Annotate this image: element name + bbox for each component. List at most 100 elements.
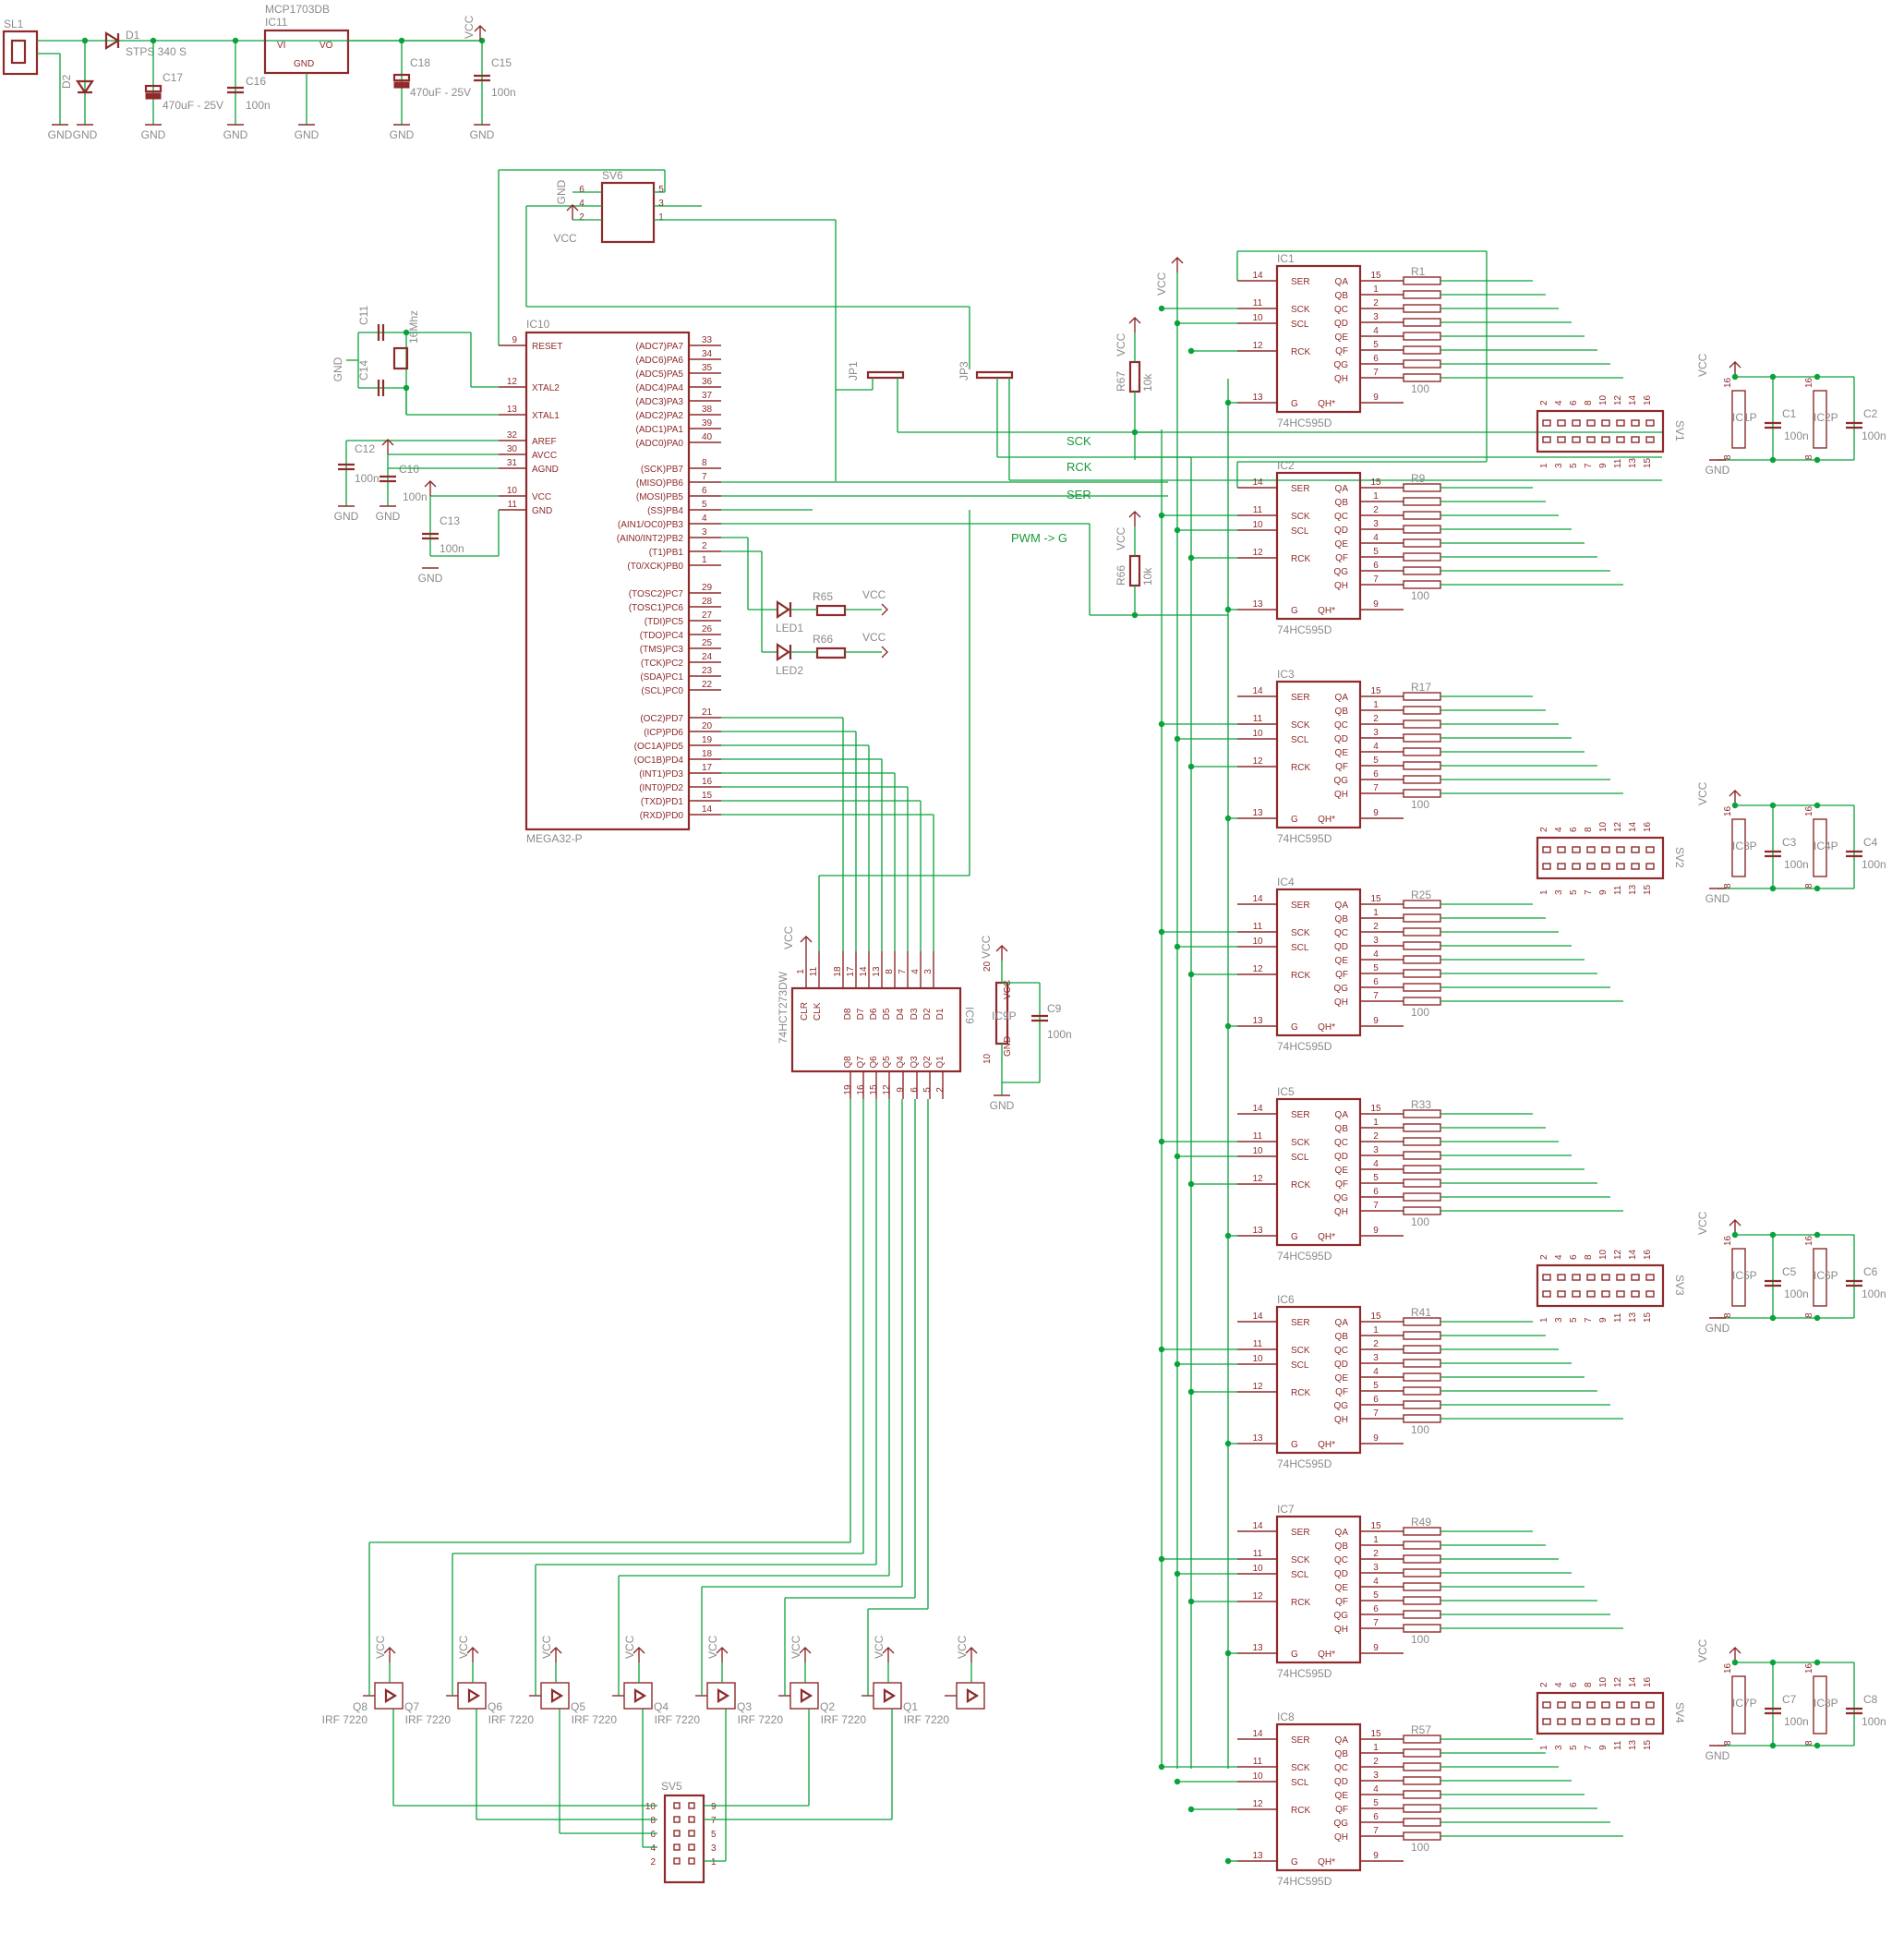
- ic9-name: IC9: [963, 1007, 976, 1024]
- mosfet-value: IRF 7220: [572, 1713, 618, 1726]
- sr-resistor: [1403, 775, 1441, 784]
- connector-pin: 7: [1584, 463, 1594, 468]
- gnd-label: GND: [295, 128, 319, 141]
- sr-resistor: [1403, 1123, 1441, 1132]
- latch-pin-num: 5: [922, 1087, 933, 1093]
- decoupling-cap-label: C8: [1863, 1693, 1878, 1706]
- sr-resistor: [1403, 1386, 1441, 1396]
- sr-resistor: [1403, 566, 1441, 575]
- resistor-value: 100: [1411, 1633, 1429, 1646]
- sr-pin-name: QC: [1334, 512, 1348, 522]
- connector-pin: 15: [1643, 1739, 1653, 1750]
- connector-pin: 2: [1539, 400, 1549, 405]
- sr-pin-name: QD: [1334, 734, 1348, 744]
- shift-register-value: 74HC595D: [1277, 1667, 1332, 1680]
- sr-resistor: [1403, 900, 1441, 909]
- sr-pin-name: SER: [1291, 901, 1310, 911]
- sr-resistor: [1403, 1372, 1441, 1382]
- connector-pin: 3: [1554, 889, 1564, 895]
- c13-label: C13: [440, 514, 460, 527]
- connector-pad: [1586, 419, 1596, 427]
- sr-pin-name: QE: [1335, 1791, 1349, 1801]
- sr-resistor: [1403, 1790, 1441, 1799]
- sv6-connector: [600, 181, 656, 244]
- sr-pin-name: RCK: [1291, 1598, 1310, 1608]
- sr-pin-name: QC: [1334, 305, 1348, 315]
- latch-q-pin: Q5: [882, 1056, 892, 1069]
- connector-pin: 13: [1628, 1311, 1638, 1323]
- pin-num: 8: [1723, 1312, 1733, 1318]
- shift-register-value: 74HC595D: [1277, 417, 1332, 429]
- connector-pad: [1601, 1718, 1610, 1725]
- net-pwm: PWM -> G: [1011, 531, 1067, 545]
- mcu-pin-name: (ADC4)PA4: [636, 383, 684, 393]
- decoupling-cap-value: 100n: [1862, 1715, 1886, 1728]
- mcu-pin-name: (TMS)PC3: [640, 645, 684, 655]
- decoupling-cap-label: C5: [1782, 1265, 1797, 1278]
- junction-dot: [1814, 456, 1821, 464]
- connector-pad: [1542, 419, 1551, 427]
- c9-label: C9: [1047, 1002, 1062, 1015]
- sv6-pin: 1: [658, 212, 664, 223]
- r67-resistor: [1128, 360, 1141, 393]
- sr-resistor: [1403, 1748, 1441, 1758]
- vcc-label: VCC: [862, 588, 886, 601]
- latch-pin-num: 2: [935, 1087, 946, 1093]
- connector-pad: [1542, 863, 1551, 870]
- sr-pin-name: SER: [1291, 693, 1310, 703]
- sr-resistor: [1403, 1206, 1441, 1215]
- mcu-pin-name: (TCK)PC2: [641, 659, 684, 669]
- sr-pin-num: 5: [1373, 1590, 1379, 1601]
- pin-label: VCC: [1003, 980, 1013, 999]
- connector-pad: [1557, 436, 1566, 443]
- sr-resistor: [1403, 997, 1441, 1006]
- sr-resistor: [1403, 1414, 1441, 1423]
- mosfet: [873, 1682, 902, 1710]
- sr-pin-name: RCK: [1291, 1180, 1310, 1191]
- sr-pin-name: QC: [1334, 1138, 1348, 1148]
- sr-pin-name: QE: [1335, 332, 1349, 343]
- shift-register: [1275, 471, 1362, 621]
- vcc-label: VCC: [1696, 1638, 1709, 1662]
- pin-num: 16: [1804, 805, 1814, 816]
- resistor-ref: R33: [1411, 1098, 1431, 1111]
- junction-dot: [1224, 1857, 1232, 1865]
- resistor-value: 100: [1411, 589, 1429, 602]
- junction-dot: [1814, 1314, 1821, 1322]
- sr-pin-name: QD: [1334, 1777, 1348, 1787]
- sr-pin-num: 13: [1252, 1016, 1263, 1026]
- mcu-pin-name: (OC1B)PD4: [634, 755, 684, 766]
- mcu-pin-name: (SDA)PC1: [640, 672, 683, 683]
- mosfet-symbol: [800, 1688, 813, 1703]
- sr-pin-name: QH*: [1318, 1857, 1335, 1868]
- ic-power-label: IC3P: [1732, 840, 1757, 852]
- shift-register: [1275, 1722, 1362, 1872]
- sl1-connector: [2, 30, 39, 76]
- ribbon-connector: [1536, 409, 1665, 453]
- connector-pin: 11: [1613, 458, 1623, 468]
- pin-label: VO: [319, 41, 333, 51]
- ic-power-pin: [1731, 1248, 1746, 1307]
- vcc-label: VCC: [553, 232, 577, 245]
- sr-pin-num: 5: [1373, 755, 1379, 766]
- connector-pin: 10: [1598, 1676, 1609, 1687]
- mosfet: [540, 1682, 570, 1710]
- connector-pin: 15: [1643, 457, 1653, 468]
- connector-pin: 1: [1539, 463, 1549, 468]
- mcu-pin-name: GND: [532, 506, 552, 516]
- connector-pad: [1631, 1274, 1640, 1281]
- mcu-pin-num: 28: [702, 597, 713, 607]
- sr-pin-num: 2: [1373, 1549, 1379, 1559]
- mosfet: [374, 1682, 404, 1710]
- vcc-label: VCC: [980, 935, 993, 959]
- connector-pad: [1645, 436, 1655, 443]
- latch-pin-num: 18: [833, 966, 843, 977]
- decoupling-cap-value: 100n: [1784, 858, 1809, 871]
- sr-pin-name: QE: [1335, 956, 1349, 966]
- connector-pad: [1616, 846, 1625, 853]
- sr-pin-num: 1: [1373, 700, 1379, 710]
- mosfet-name: Q8: [353, 1700, 368, 1713]
- decoupling-cap-value: 100n: [1862, 429, 1886, 442]
- ic-power-pin: [1813, 390, 1827, 449]
